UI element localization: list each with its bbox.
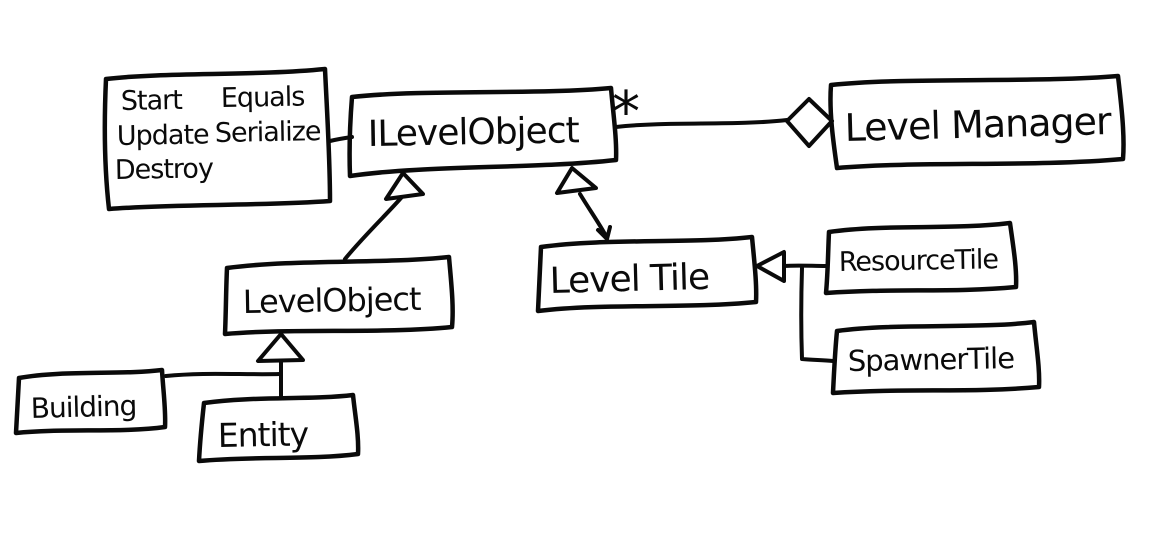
class-box-methods: Start Equals Update Serialize Destroy — [102, 66, 333, 212]
box-outline — [823, 220, 1019, 296]
class-label-building: Building — [30, 389, 136, 425]
box-outline — [222, 254, 455, 337]
class-box-entity: Entity — [196, 392, 361, 464]
box-outline — [535, 234, 759, 314]
method-label-start: Start — [121, 85, 183, 117]
multiplicity-star-label: * — [612, 80, 640, 145]
connector-building-branch — [164, 371, 282, 378]
arrow-tip-icon — [596, 225, 612, 241]
aggregation-diamond-icon — [785, 97, 834, 148]
box-outline — [347, 85, 619, 179]
class-label-levelmanager: Level Manager — [844, 99, 1112, 150]
box-outline — [830, 319, 1042, 396]
class-label-leveltile: Level Tile — [549, 257, 710, 302]
box-outline — [828, 73, 1126, 171]
class-label-entity: Entity — [217, 414, 308, 455]
class-label-spawnertile: SpawnerTile — [848, 341, 1015, 378]
class-box-leveltile: Level Tile — [535, 234, 759, 314]
class-box-spawnertile: SpawnerTile — [830, 319, 1042, 396]
connector-levelobject-ilevelobject — [343, 196, 403, 261]
class-box-levelmanager: Level Manager — [828, 73, 1126, 171]
box-outline — [13, 367, 168, 436]
class-label-ilevelobject: ILevelObject — [367, 110, 579, 155]
method-label-update: Update — [117, 119, 210, 152]
class-box-building: Building — [13, 367, 168, 436]
inheritance-arrow-icon — [555, 166, 598, 195]
class-label-resourcetile: ResourceTile — [839, 244, 999, 278]
box-outline — [102, 66, 333, 212]
class-box-ilevelobject: ILevelObject — [347, 85, 619, 179]
class-box-levelobject: LevelObject — [222, 254, 455, 337]
method-label-serialize: Serialize — [215, 116, 322, 149]
class-label-levelobject: LevelObject — [242, 280, 421, 321]
box-outline — [196, 392, 361, 464]
connector-leveltile-ilevelobject — [578, 192, 608, 238]
inheritance-arrow-icon — [384, 171, 425, 201]
inheritance-arrow-icon — [256, 332, 305, 363]
class-box-resourcetile: ResourceTile — [823, 220, 1019, 296]
method-label-equals: Equals — [221, 82, 305, 114]
connector-ilevelobject-levelmanager — [614, 118, 789, 129]
method-label-destroy: Destroy — [115, 153, 215, 186]
inheritance-arrow-icon — [755, 250, 786, 283]
connector-spawnertile-branch — [799, 266, 835, 363]
